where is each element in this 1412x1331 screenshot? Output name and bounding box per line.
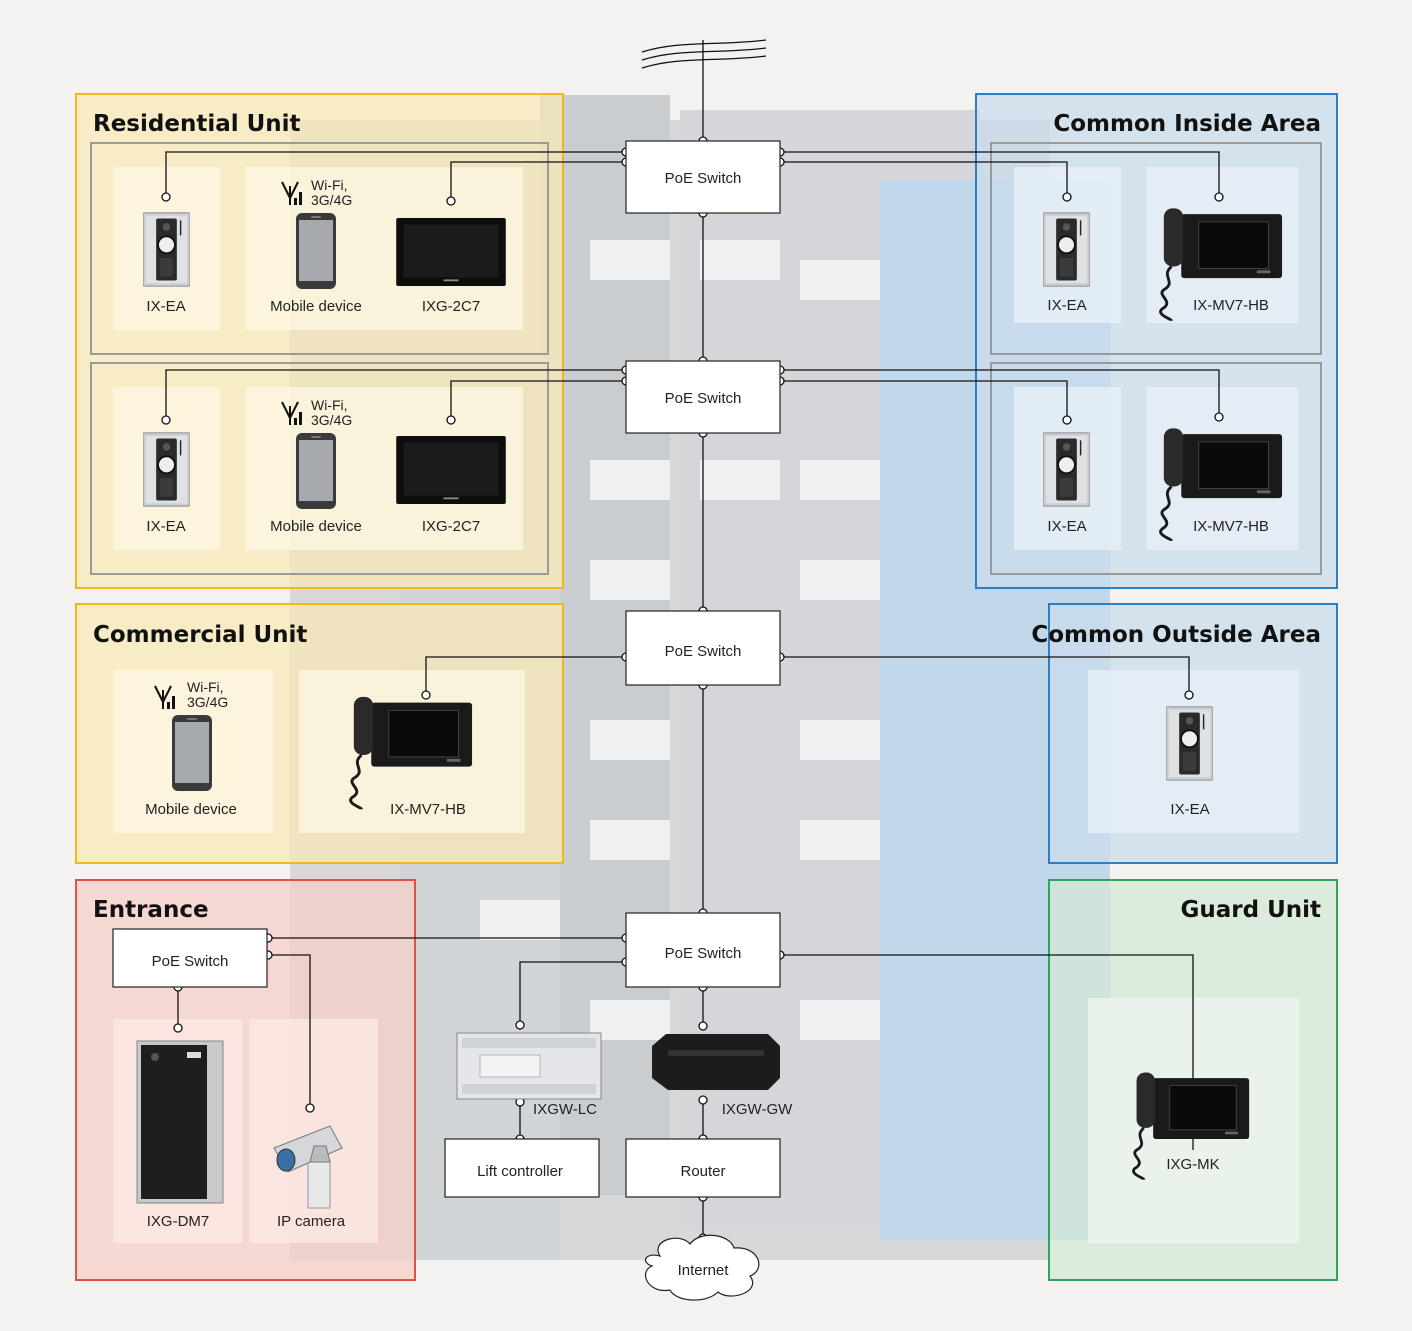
mobile-device-icon [296,433,336,509]
area-residential: Residential Unit [75,93,564,589]
mobile-device-icon [296,213,336,289]
poe-switch-entrance: PoE Switch [112,928,268,988]
poe-switch-4: PoE Switch [625,912,781,988]
wifi-label-line1: Wi-Fi, [311,397,348,413]
router-label: Router [680,1163,725,1180]
device-label: IX-EA [146,518,185,535]
switch-label: PoE Switch [665,643,742,660]
device-label: IX-MV7-HB [1193,297,1269,314]
device-label: IXG-2C7 [422,518,480,535]
device-label: IX-EA [1047,518,1086,535]
area-title-residential: Residential Unit [93,111,301,137]
ip-camera-icon [273,1125,343,1209]
device-label: IX-EA [146,298,185,315]
poe-switch-3: PoE Switch [625,610,781,686]
ixg-2c7-icon [396,436,506,504]
wifi-label-line1: Wi-Fi, [187,679,224,695]
device-label: IXG-MK [1166,1156,1219,1173]
ixg-dm7-icon [136,1040,224,1204]
lift-controller-box: Lift controller [444,1138,600,1198]
device-label: Mobile device [145,801,237,818]
router-box: Router [625,1138,781,1198]
device-label: IXG-DM7 [147,1213,210,1230]
mobile-device-icon [172,715,212,791]
internet-label: Internet [678,1262,730,1279]
ixgw-gw-icon [652,1034,780,1090]
area-commercial: Commercial Unit [75,603,564,864]
ix-ea-icon [143,212,190,287]
poe-switch-2: PoE Switch [625,360,781,434]
uplink-symbol [641,39,767,69]
wifi-label-line1: Wi-Fi, [311,177,348,193]
switch-label: PoE Switch [665,390,742,407]
wifi-label-line2: 3G/4G [311,192,352,208]
device-label: IXG-2C7 [422,298,480,315]
ix-ea-icon [1166,705,1213,782]
switch-label: PoE Switch [665,170,742,187]
device-label: Mobile device [270,298,362,315]
switch-label: PoE Switch [152,953,229,970]
ixg-2c7-icon [396,218,506,286]
wifi-label-line2: 3G/4G [311,412,352,428]
device-label: IX-EA [1047,297,1086,314]
ix-ea-icon [1043,212,1090,287]
device-label: IP camera [277,1213,346,1230]
device-label: IX-EA [1170,801,1209,818]
wifi-signal-icon [154,685,175,709]
area-title-common-inside: Common Inside Area [1053,111,1321,137]
area-title-guard: Guard Unit [1180,897,1321,923]
ix-ea-icon [1043,432,1090,507]
device-label: IX-MV7-HB [1193,518,1269,535]
area-title-commercial: Commercial Unit [93,622,307,648]
switch-label: PoE Switch [665,945,742,962]
ix-ea-icon [143,432,190,507]
area-title-entrance: Entrance [93,897,209,923]
wifi-signal-icon [281,181,302,205]
lift-controller-label: Lift controller [477,1163,563,1180]
wifi-signal-icon [281,401,302,425]
area-common-inside: Common Inside Area [975,93,1338,589]
poe-switch-1: PoE Switch [625,140,781,214]
device-label: IX-MV7-HB [390,801,466,818]
internet-cloud-icon: Internet [644,1234,760,1301]
area-title-common-outside: Common Outside Area [1031,622,1321,648]
device-label: Mobile device [270,518,362,535]
device-label: IXGW-GW [722,1101,793,1118]
device-label: IXGW-LC [533,1101,597,1118]
wifi-label-line2: 3G/4G [187,694,228,710]
ixgw-lc-icon [456,1032,602,1100]
